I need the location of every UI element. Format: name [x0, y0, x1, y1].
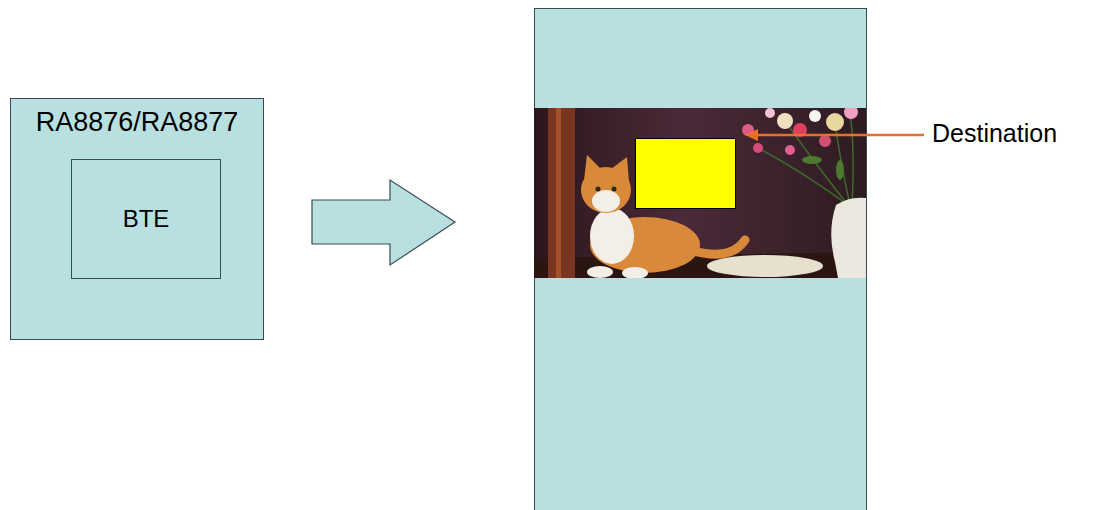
- flower: [809, 110, 821, 122]
- chip-box: RA8876/RA8877BTE: [10, 98, 264, 340]
- cat-eye: [596, 187, 601, 192]
- callout-label: Destination: [932, 119, 1057, 148]
- chip-name: RA8876/RA8877: [11, 107, 263, 138]
- vase: [831, 198, 866, 278]
- photo-background: [534, 108, 866, 278]
- destination-rectangle: [636, 139, 736, 209]
- cat-head: [581, 167, 631, 213]
- flower: [844, 108, 858, 119]
- engine-box: BTE: [71, 159, 221, 279]
- leader-line: [754, 134, 924, 137]
- cat-face: [592, 190, 620, 212]
- display-panel: [535, 9, 867, 510]
- cloth: [707, 255, 823, 277]
- cat-chest: [590, 208, 634, 264]
- post-highlight: [556, 108, 561, 278]
- leaf: [802, 156, 822, 164]
- flower: [753, 143, 763, 153]
- leader-arrowhead: [745, 129, 758, 141]
- flower: [826, 113, 844, 131]
- cat-paw: [587, 266, 613, 278]
- flower: [777, 113, 793, 129]
- leaf: [836, 160, 844, 180]
- block-arrow: [312, 180, 455, 265]
- flower: [785, 145, 795, 155]
- wooden-post: [548, 108, 575, 278]
- flower: [765, 108, 775, 118]
- block-name: BTE: [72, 205, 220, 233]
- cat-photo: [534, 108, 866, 278]
- flower: [819, 135, 831, 147]
- cat-paw: [622, 267, 648, 278]
- cat-eye: [612, 187, 617, 192]
- flower-stems: [758, 112, 853, 205]
